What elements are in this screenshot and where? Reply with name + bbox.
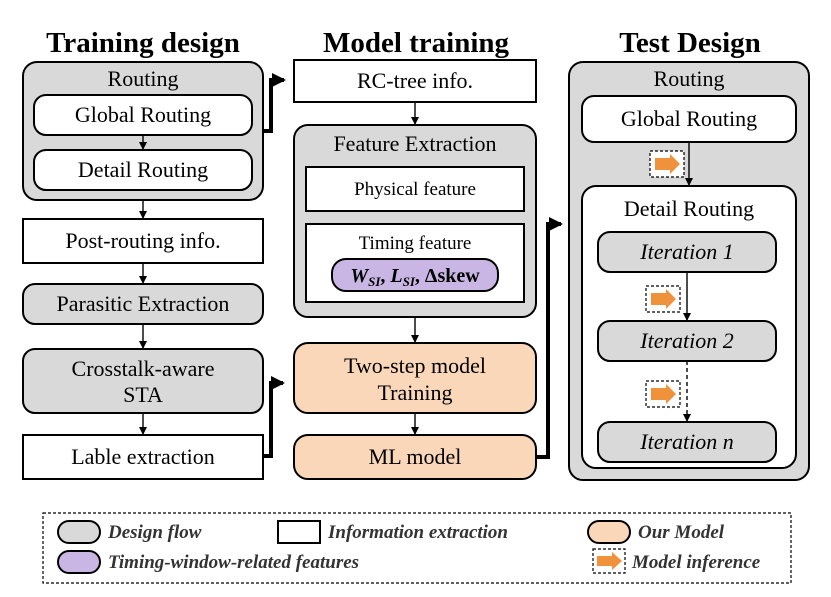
training-routing-group: Routing Global Routing Detail Routing [22,61,264,201]
test-global-routing: Global Routing [621,106,757,131]
sta-line2: STA [123,382,163,407]
two-step-line2: Training [378,380,453,405]
legend-design-flow: Design flow [107,522,202,543]
arrow-label-to-training [263,376,285,458]
arrow-ml-to-detail [536,217,563,459]
orange-arrow-icon [651,289,676,309]
inference-marker-2 [645,285,681,313]
legend-information-extraction: Information extraction [327,522,508,543]
parasitic-extraction-label: Parasitic Extraction [57,291,230,316]
label-extraction-label: Lable extraction [71,444,215,469]
legend-info-swatch [277,520,321,544]
two-step-line1: Two-step model [344,353,486,378]
iteration-n-label: Iteration n [639,429,734,454]
legend: Design flow Information extraction Our M… [42,512,792,584]
timing-feature-label: Timing feature [359,233,472,254]
header-test-design: Test Design [619,27,761,59]
feature-extraction-group: Feature Extraction Physical feature Timi… [293,124,537,318]
training-routing-label: Routing [108,66,179,91]
legend-model-inference: Model inference [631,552,761,573]
arrow-routing-to-rctree [263,73,286,133]
legend-design-flow-swatch [57,520,101,544]
parasitic-extraction-box: Parasitic Extraction [22,283,264,325]
label-extraction-box: Lable extraction [22,434,264,480]
legend-inference-swatch [592,548,626,574]
timing-pill-text: WSI, LSI, Δskew [350,265,480,289]
ml-model-label: ML model [369,444,462,469]
legend-our-model-swatch [587,520,631,544]
physical-feature-label: Physical feature [354,179,476,200]
orange-arrow-icon [651,384,676,404]
post-routing-label: Post-routing info. [65,228,220,253]
test-detail-routing-label: Detail Routing [624,196,754,221]
test-routing-label: Routing [654,66,725,91]
orange-arrow-icon [655,154,680,174]
rc-tree-box: RC-tree info. [293,59,537,103]
timing-pill [331,258,499,292]
two-step-training-box: Two-step model Training [293,342,537,414]
training-global-routing: Global Routing [75,102,211,127]
test-detail-routing-group: Detail Routing Iteration 1 Iteration 2 I… [581,185,797,469]
orange-arrow-icon [597,552,622,570]
header-training-design: Training design [46,27,240,59]
crosstalk-sta-box: Crosstalk-aware STA [22,348,264,414]
training-detail-routing: Detail Routing [78,157,208,182]
iteration-2-label: Iteration 2 [639,328,734,353]
iteration-1-label: Iteration 1 [639,239,734,264]
rc-tree-label: RC-tree info. [357,68,473,93]
post-routing-box: Post-routing info. [22,218,264,264]
legend-our-model: Our Model [638,522,725,543]
legend-timing-swatch [57,550,101,574]
ml-model-box: ML model [293,434,537,480]
header-model-training: Model training [323,27,510,59]
inference-marker-1 [649,150,685,178]
feature-extraction-label: Feature Extraction [333,131,496,156]
inference-marker-3 [645,380,681,408]
legend-timing-window: Timing-window-related features [108,552,359,573]
sta-line1: Crosstalk-aware [72,356,215,381]
